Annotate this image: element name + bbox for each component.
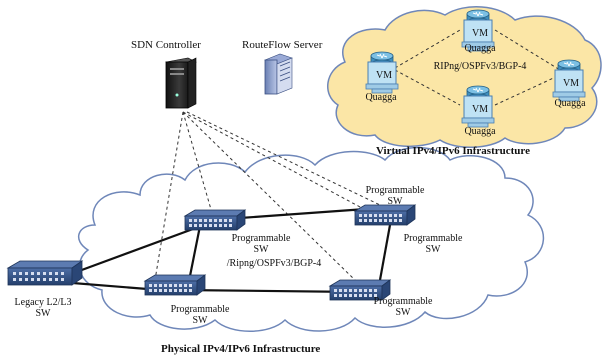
physical-infrastructure-title: Physical IPv4/IPv6 Infrastructure: [161, 343, 321, 355]
programmable-sw-label-1: Programmable SW: [365, 185, 425, 207]
sdn-controller-icon: [165, 57, 197, 109]
quagga-label-bottom: Quagga: [464, 126, 496, 137]
quagga-label-right: Quagga: [554, 98, 586, 109]
legacy-switch-icon: [6, 260, 84, 286]
virtual-protocols-label: RIPng/OSPFv3/BGP-4: [433, 61, 527, 72]
routeflow-server-icon: [264, 53, 293, 95]
quagga-label-left: Quagga: [365, 92, 397, 103]
programmable-sw-label-3: Programmable SW: [403, 233, 463, 255]
quagga-label-top: Quagga: [464, 43, 496, 54]
vm-label-right: VM: [562, 78, 580, 89]
vm-label-bottom: VM: [471, 104, 489, 115]
vm-label-left: VM: [375, 70, 393, 81]
programmable-sw-label-4: Programmable SW: [373, 296, 433, 318]
virtual-infrastructure-title: Virtual IPv4/IPv6 Infrastructure: [376, 145, 530, 157]
sdn-controller-label: SDN Controller: [131, 39, 201, 51]
physical-protocols-label: /Ripng/OSPFv3/BGP-4: [226, 258, 322, 269]
programmable-switch-top-right: [354, 204, 416, 226]
control-links: [154, 111, 381, 284]
virtual-links: [394, 29, 561, 106]
legacy-sw-label: Legacy L2/L3 SW: [14, 297, 72, 319]
programmable-sw-label-2: Programmable SW: [231, 233, 291, 255]
programmable-switch-top-left: [184, 209, 246, 231]
programmable-switch-bottom-left: [144, 274, 206, 296]
virtual-cloud: [327, 6, 602, 148]
vm-label-top: VM: [471, 28, 489, 39]
programmable-sw-label-5: Programmable SW: [170, 304, 230, 326]
routeflow-server-label: RouteFlow Server: [242, 39, 323, 51]
